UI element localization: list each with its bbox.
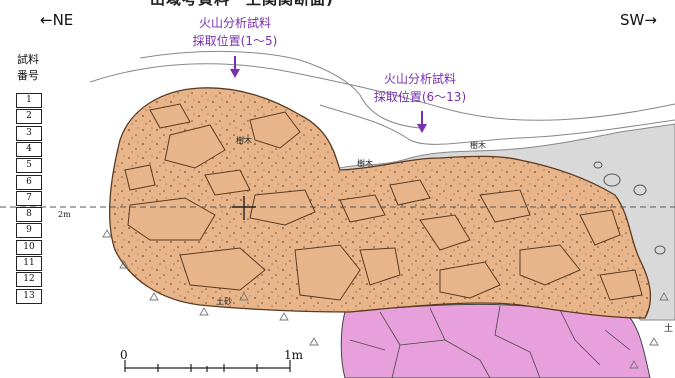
arrow-annotation-1 [234,56,236,70]
sample-number-box: 9 [16,223,42,239]
label-2m: 2m [58,210,71,219]
label-tree: 樹木 [470,141,486,150]
sample-number-box: 10 [16,239,42,255]
sample-number-box: 12 [16,272,42,288]
label-tree: 樹木 [236,136,252,145]
gray-soil-rocks [593,161,666,255]
sample-location-annotation-2: 火山分析試料 採取位置(6〜13) [373,72,467,104]
crosshair-marker [232,196,256,220]
sample-number-box: 6 [16,174,42,190]
scale-zero-label: 0 [120,348,128,362]
sample-number-header: 試料 番号 [17,53,39,82]
sample-number-box: 11 [16,256,42,271]
sample-number-box: 13 [16,288,42,304]
sample-number-box: 8 [16,207,42,223]
ground-line [89,63,675,121]
arrow-head-icon [230,69,240,78]
sample-number-box: 5 [16,158,42,174]
direction-sw-label: SW→ [620,11,657,29]
sample-number-box: 4 [16,141,42,157]
gravel-symbols [102,229,669,369]
sample-location-annotation-1: 火山分析試料 採取位置(1〜5) [192,16,278,48]
boulders [124,103,643,301]
sample-number-box: 2 [16,109,42,125]
scale-bar [124,360,291,372]
label-tree: 樹木 [357,159,373,168]
label-soil: 土砂 [216,297,232,306]
label-soil-right: 土 [664,324,674,334]
sample-number-box: 1 [16,93,42,108]
bedrock-cracks [349,305,631,378]
scale-1m-label: 1m [284,348,304,362]
sample-number-box: 3 [16,125,42,141]
arrow-annotation-2 [421,111,423,125]
arrow-head-icon [417,124,427,133]
cut-off-title: 出域考資料 上関関断面) [150,0,334,9]
ground-line [319,104,675,145]
direction-ne-label: ←NE [40,11,74,29]
ground-line [139,50,421,129]
sample-number-box: 7 [16,190,42,206]
